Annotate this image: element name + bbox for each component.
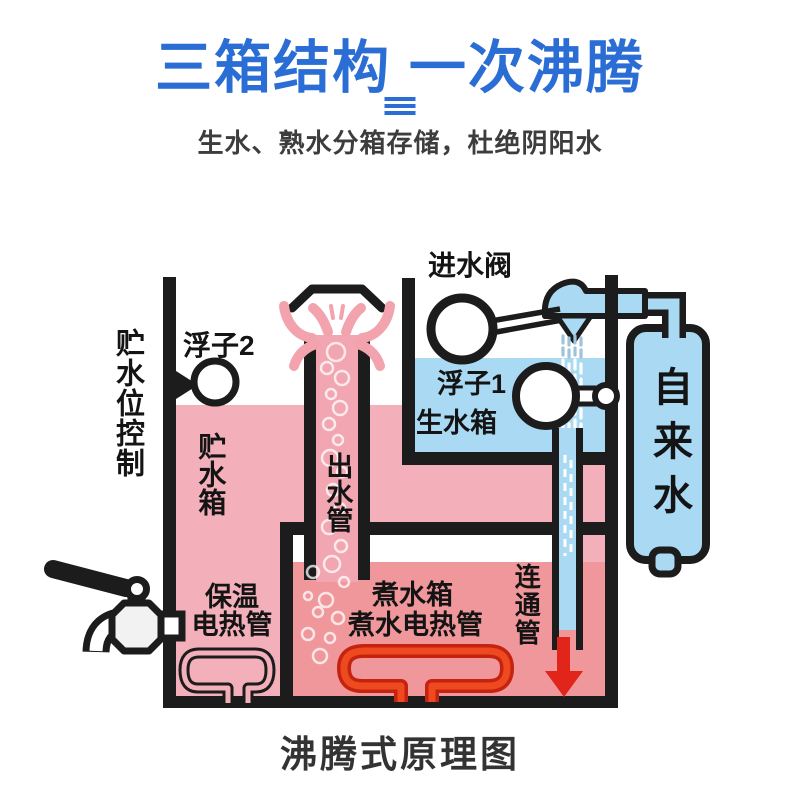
- tap-water-column: [626, 292, 710, 578]
- label-outlet-pipe: 出水管: [322, 452, 353, 533]
- label-raw-tank: 生水箱: [416, 408, 497, 438]
- faucet-icon: [44, 560, 186, 655]
- page-subtitle: 生水、熟水分箱存储，杜绝阴阳水: [197, 128, 603, 158]
- fountain-spray: [279, 301, 395, 371]
- label-storage-tank: 贮水箱: [195, 432, 227, 516]
- float2-icon: [176, 357, 240, 407]
- label-connecting-pipe: 连通管: [511, 563, 542, 647]
- page-title: 三箱结构 一次沸腾: [155, 36, 645, 100]
- diagram-caption: 沸腾式原理图: [280, 734, 520, 775]
- flow-arrow-icon: [545, 637, 583, 697]
- label-float2: 浮子2: [183, 330, 255, 361]
- label-tap-water: 自来水: [647, 366, 691, 528]
- label-float1: 浮子1: [437, 369, 507, 399]
- connecting-pipe: [552, 428, 583, 650]
- boiling-heater-icon: [337, 644, 514, 702]
- float1-icon: [512, 362, 620, 430]
- splash-guard: [287, 284, 387, 313]
- label-boiling-tank: 煮水箱: [372, 580, 453, 610]
- label-boiling-heater: 煮水电热管: [348, 610, 483, 640]
- inlet-ball-float-icon: [426, 293, 563, 365]
- label-insulation-heater: 保温 电热管: [191, 582, 273, 641]
- bubbles: [300, 341, 351, 665]
- divider-lines-icon: [384, 97, 416, 115]
- label-inlet-valve: 进水阀: [428, 250, 513, 281]
- insulation-heater-icon: [178, 647, 276, 703]
- label-storage-level-control: 贮水位控制: [111, 328, 144, 478]
- inlet-valve-body: [541, 278, 648, 344]
